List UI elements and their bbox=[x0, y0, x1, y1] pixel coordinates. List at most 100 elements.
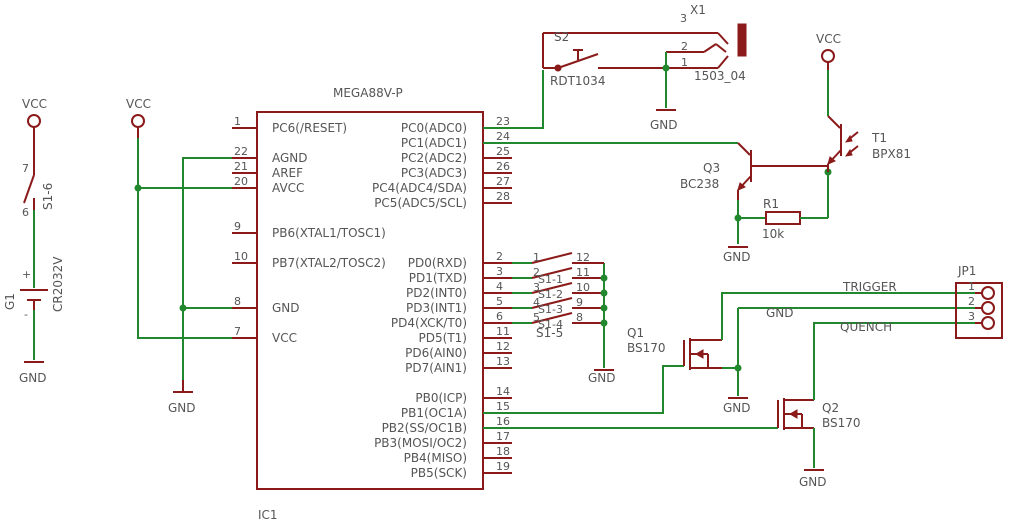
gnd-label: GND bbox=[723, 401, 751, 415]
ic1-pin-number: 14 bbox=[496, 385, 510, 398]
dip-pin-left: 3 bbox=[533, 281, 540, 294]
ic1-pin-label: PD2(INT0) bbox=[406, 286, 467, 300]
vcc-symbol bbox=[27, 114, 41, 128]
junction bbox=[600, 304, 608, 312]
q1-value: BS170 bbox=[627, 341, 666, 355]
ic1-pin-number: 6 bbox=[496, 310, 503, 323]
ic1-body bbox=[256, 111, 484, 490]
net-trigger: TRIGGER bbox=[842, 280, 897, 294]
junction bbox=[600, 289, 608, 297]
junction bbox=[179, 304, 187, 312]
dip-pin-right: 9 bbox=[576, 296, 583, 309]
ic1-pin-number: 12 bbox=[496, 340, 510, 353]
dip-ref: S1-5 bbox=[536, 326, 563, 340]
ic1-pin-label: PC0(ADC0) bbox=[401, 121, 467, 135]
dip-label: S1-3 bbox=[538, 303, 563, 316]
s2-ref: S2 bbox=[554, 30, 569, 44]
t1-ref: T1 bbox=[871, 131, 887, 145]
dip-pin-right: 10 bbox=[576, 281, 590, 294]
q2-value: BS170 bbox=[822, 416, 861, 430]
ic1-pin-label: PC1(ADC1) bbox=[401, 136, 467, 150]
x1-pin3: 3 bbox=[680, 12, 687, 25]
dip-pin-left: 2 bbox=[533, 266, 540, 279]
jp1-pin-1 bbox=[981, 286, 995, 300]
dip-pin-right: 8 bbox=[576, 311, 583, 324]
ic1-pin-label: PC2(ADC2) bbox=[401, 151, 467, 165]
ic1-pin-label: PB0(ICP) bbox=[415, 391, 467, 405]
vcc-label: VCC bbox=[816, 32, 841, 46]
ic1-pin-number: 3 bbox=[496, 265, 503, 278]
gnd-label: GND bbox=[588, 371, 616, 385]
dip-label: S1-4 bbox=[538, 318, 563, 331]
ic1-pin-label: PC5(ADC5/SCL) bbox=[374, 196, 467, 210]
jp1-ref: JP1 bbox=[957, 264, 976, 278]
ic1-pin-number: 5 bbox=[496, 295, 503, 308]
ic1-pin-label: PD7(AIN1) bbox=[405, 361, 467, 375]
ic1-pin-label: PB7(XTAL2/TOSC2) bbox=[272, 256, 386, 270]
q3-arrow bbox=[737, 182, 746, 191]
ic1-pin-label: PB2(SS/OC1B) bbox=[382, 421, 467, 435]
wire-pb1-q1 bbox=[483, 365, 684, 414]
ic1-pin-number: 23 bbox=[496, 115, 510, 128]
ic1-pin-label: PB1(OC1A) bbox=[401, 406, 467, 420]
s2-value: RDT1034 bbox=[550, 74, 605, 88]
q3-ref: Q3 bbox=[703, 161, 720, 175]
dip-lever bbox=[531, 267, 573, 279]
ic1-pin-number: 11 bbox=[496, 325, 510, 338]
s16-ref: S1-6 bbox=[41, 183, 55, 210]
junction bbox=[134, 184, 142, 192]
dip-lever bbox=[531, 282, 573, 294]
q2-ref: Q2 bbox=[822, 401, 839, 415]
ic1-pin-number: 17 bbox=[496, 430, 510, 443]
ic1-pin-label: PD0(RXD) bbox=[408, 256, 467, 270]
jp1-pin-num: 2 bbox=[968, 295, 975, 308]
vcc-label: VCC bbox=[126, 97, 151, 111]
ic1-pin-number: 4 bbox=[496, 280, 503, 293]
wire-vcc-pin7 bbox=[137, 138, 232, 339]
ic1-pin-number: 26 bbox=[496, 160, 510, 173]
q1-ref: Q1 bbox=[627, 326, 644, 340]
x1-value: 1503_04 bbox=[694, 69, 746, 83]
ic1-pin-number: 21 bbox=[234, 160, 248, 173]
ic1-pin-number: 8 bbox=[234, 295, 241, 308]
t1-arrow bbox=[827, 156, 836, 165]
battery-minus: - bbox=[24, 308, 28, 321]
t1-light-head bbox=[844, 134, 853, 143]
ic1-pin-number: 16 bbox=[496, 415, 510, 428]
ic1-pin-label: PC6(/RESET) bbox=[272, 121, 347, 135]
dip-lever bbox=[531, 312, 573, 324]
ic1-pin-number: 1 bbox=[234, 115, 241, 128]
ic1-pin-label: VCC bbox=[272, 331, 297, 345]
ic1-pin-label: PD6(AIN0) bbox=[405, 346, 467, 360]
r1-value: 10k bbox=[762, 227, 784, 241]
x1-contact bbox=[717, 32, 729, 45]
wire-quench bbox=[813, 322, 975, 400]
ic1-pin-label: PD4(XCK/T0) bbox=[391, 316, 467, 330]
battery-value: CR2032V bbox=[51, 256, 65, 312]
ic1-pin-label: AVCC bbox=[272, 181, 304, 195]
q3-collector-lead bbox=[737, 142, 751, 156]
ic1-pin-number: 2 bbox=[496, 250, 503, 263]
dip-pin-left: 5 bbox=[533, 311, 540, 324]
ic1-pin-number: 25 bbox=[496, 145, 510, 158]
ic1-pin-number: 19 bbox=[496, 460, 510, 473]
x1-contact bbox=[717, 55, 729, 69]
x1-contact bbox=[703, 43, 717, 53]
s16-pin-top: 7 bbox=[22, 162, 29, 175]
ic1-pin-number: 18 bbox=[496, 445, 510, 458]
ic1-pin-label: PB5(SCK) bbox=[411, 466, 467, 480]
s2-x1-circuit: S2 RDT1034 X1 3 2 1 1503_04 GND bbox=[483, 3, 747, 132]
ic1-title: MEGA88V-P bbox=[333, 86, 403, 100]
gnd-label: GND bbox=[723, 250, 751, 264]
ic1-pin-label: PD5(T1) bbox=[419, 331, 467, 345]
junction bbox=[600, 274, 608, 282]
gnd-label: GND bbox=[650, 118, 678, 132]
battery-plus: + bbox=[22, 268, 31, 281]
ic1-pin-label: PB6(XTAL1/TOSC1) bbox=[272, 226, 386, 240]
dip-pin-left: 1 bbox=[533, 251, 540, 264]
gnd-label: GND bbox=[19, 371, 47, 385]
